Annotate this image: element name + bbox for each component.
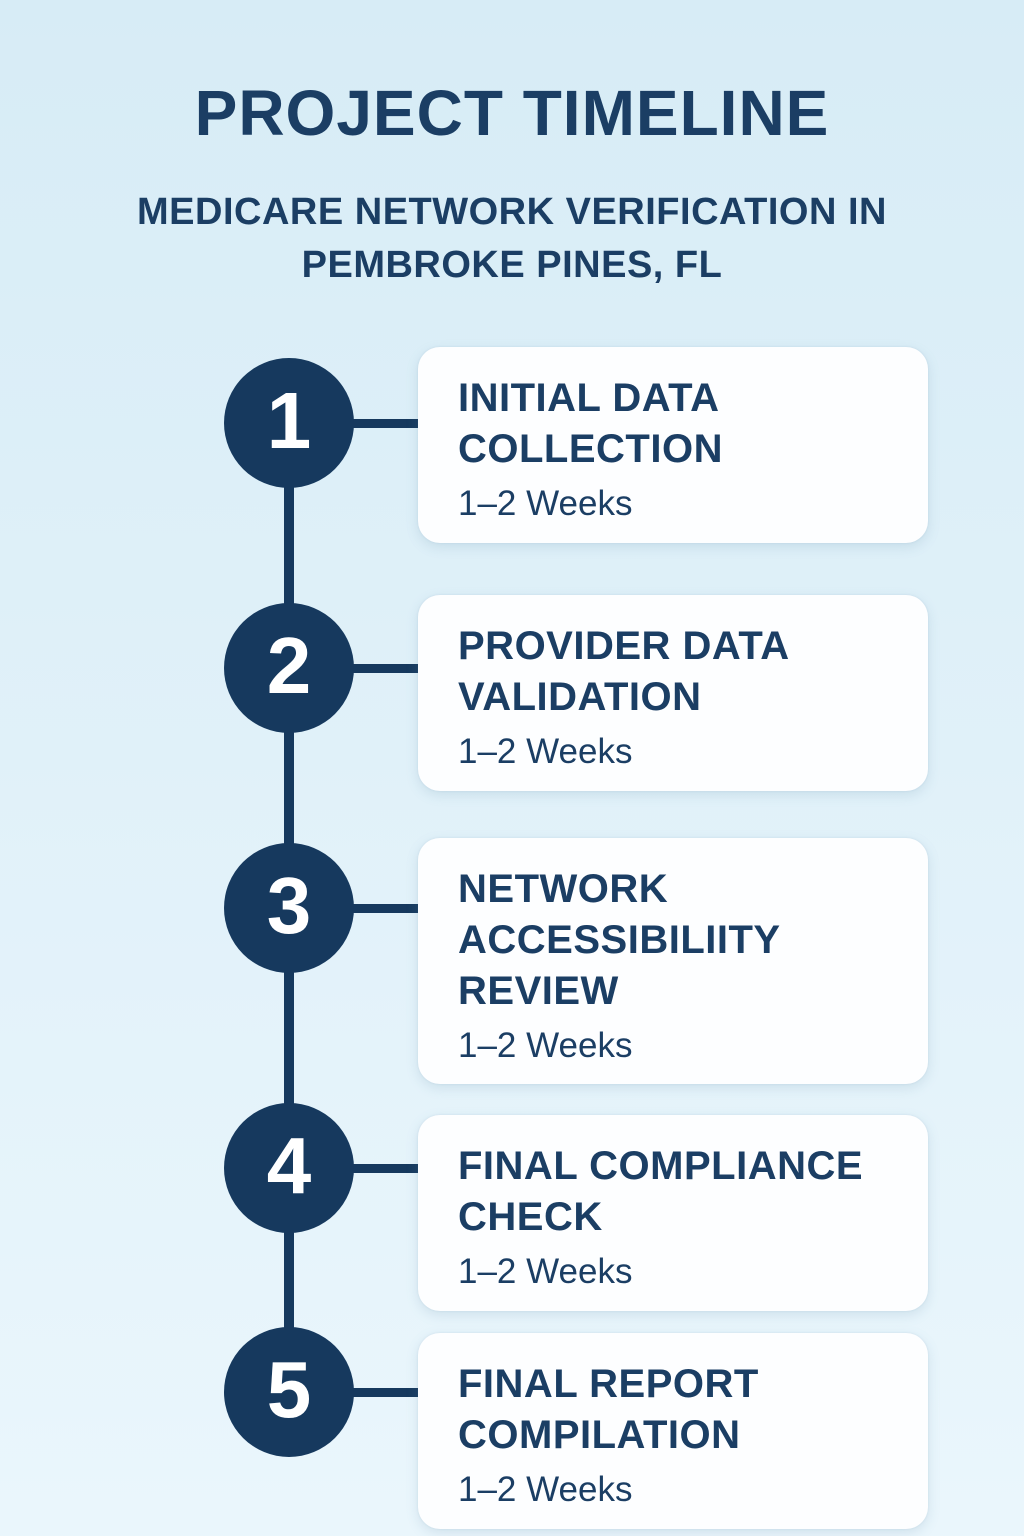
step-2-number: 2 (266, 621, 312, 710)
step-3-number: 3 (266, 861, 312, 950)
step-4-connector (289, 1164, 420, 1173)
step-3-card: NETWORK ACCESSIBILIITY REVIEW 1–2 Weeks (418, 838, 928, 1084)
step-5-connector (289, 1388, 420, 1397)
step-2-connector (289, 664, 420, 673)
step-4-duration: 1–2 Weeks (458, 1252, 633, 1291)
step-1-duration: 1–2 Weeks (458, 484, 633, 523)
step-2-duration: 1–2 Weeks (458, 732, 633, 771)
step-3-title: NETWORK ACCESSIBILIITY REVIEW (458, 867, 780, 1013)
step-2-card: PROVIDER DATA VALIDATION 1–2 Weeks (418, 595, 928, 791)
step-5-number-badge: 5 (224, 1327, 354, 1457)
step-5-card: FINAL REPORT COMPILATION 1–2 Weeks (418, 1333, 928, 1529)
step-2-number-badge: 2 (224, 603, 354, 733)
step-3-duration: 1–2 Weeks (458, 1026, 633, 1065)
step-1-number-badge: 1 (224, 358, 354, 488)
page-subtitle: MEDICARE NETWORK VERIFICATION IN PEMBROK… (137, 191, 887, 286)
step-4-number-badge: 4 (224, 1103, 354, 1233)
step-5-title: FINAL REPORT COMPILATION (458, 1362, 759, 1457)
step-1-connector (289, 419, 420, 428)
step-5-duration: 1–2 Weeks (458, 1470, 633, 1509)
page-title: PROJECT TIMELINE (194, 77, 830, 149)
step-1-number: 1 (266, 376, 312, 465)
step-1-card: INITIAL DATA COLLECTION 1–2 Weeks (418, 347, 928, 543)
step-2-title: PROVIDER DATA VALIDATION (458, 624, 789, 719)
step-3-number-badge: 3 (224, 843, 354, 973)
step-3-connector (289, 904, 420, 913)
step-4-card: FINAL COMPLIANCE CHECK 1–2 Weeks (418, 1115, 928, 1311)
step-4-title: FINAL COMPLIANCE CHECK (458, 1144, 864, 1239)
step-1-title: INITIAL DATA COLLECTION (458, 376, 723, 471)
step-5-number: 5 (266, 1345, 312, 1434)
step-4-number: 4 (266, 1121, 312, 1210)
